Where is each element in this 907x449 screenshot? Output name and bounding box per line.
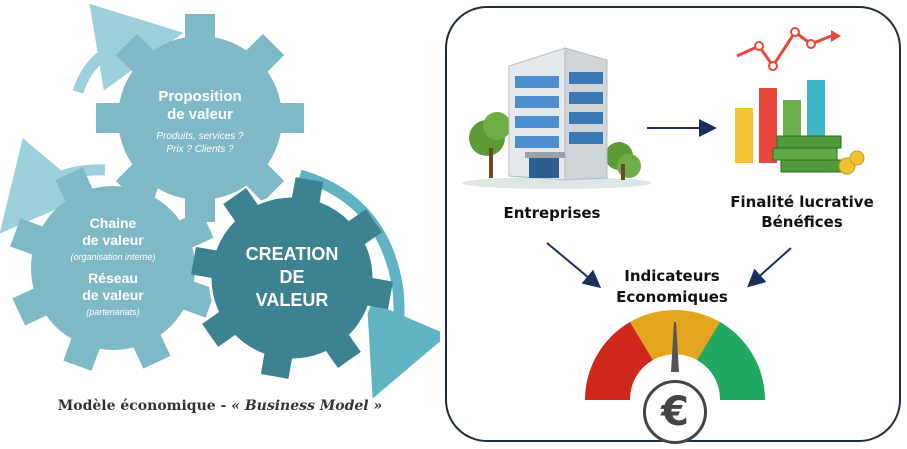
reseau-title-line1: Réseau	[88, 270, 138, 286]
cash-stack-icon	[772, 135, 865, 175]
proposition-title-line2: de valeur	[167, 106, 233, 123]
proposition-title: Proposition de valeur	[130, 88, 270, 124]
euro-symbol: €	[661, 389, 689, 435]
chaine-title: Chaine de valeur	[48, 215, 178, 249]
finalite-label: Finalité lucrative Bénéfices	[717, 192, 887, 232]
cycle-arrow-right	[298, 169, 440, 399]
creation-title: CREATION DE VALEUR	[222, 243, 362, 312]
indicateurs-line1: Indicateurs	[624, 267, 720, 285]
gear-creation	[191, 177, 393, 379]
finalite-line1: Finalité lucrative	[730, 193, 874, 211]
gears-graphic	[0, 3, 440, 399]
chaine-title-line2: de valeur	[82, 232, 144, 248]
indicateurs-line2: Economiques	[616, 288, 728, 306]
creation-line1: CREATION	[245, 244, 339, 264]
gear-proposition	[96, 14, 304, 222]
profits-chart-icon	[735, 27, 865, 175]
caption-prefix: Modèle économique -	[57, 398, 232, 414]
economics-graphic	[462, 27, 865, 400]
caption-business-model: « Business Model »	[231, 398, 383, 414]
chaine-title-line1: Chaine	[89, 215, 137, 231]
diagram-caption: Modèle économique - « Business Model »	[0, 398, 440, 414]
proposition-sub-line1: Produits, services ?	[156, 131, 244, 142]
gear-chaine-reseau	[10, 165, 216, 371]
cycle-arrow-left	[0, 137, 106, 234]
proposition-sub-line2: Prix ? Clients ?	[166, 144, 234, 155]
economics-panel: € Entreprises Finalité lucrative Bénéfic…	[445, 6, 901, 444]
indicateurs-label: Indicateurs Economiques	[587, 266, 757, 308]
reseau-subtitle: (partenariats)	[86, 307, 140, 317]
building-icon	[462, 47, 652, 189]
creation-line2: DE	[279, 267, 305, 287]
proposition-title-line1: Proposition	[158, 88, 242, 105]
finalite-line2: Bénéfices	[761, 213, 843, 231]
reseau-title-line2: de valeur	[82, 287, 144, 303]
creation-line3: VALEUR	[255, 290, 329, 310]
chaine-subtitle: (organisation interne)	[70, 252, 156, 262]
proposition-subtitle: Produits, services ? Prix ? Clients ?	[130, 130, 270, 156]
reseau-title: Réseau de valeur	[48, 270, 178, 304]
business-model-diagram: Proposition de valeur Produits, services…	[0, 0, 440, 449]
arrow-entreprises-to-indicateurs	[546, 242, 602, 289]
arrow-finalite-to-indicateurs	[747, 247, 792, 288]
euro-icon: €	[643, 380, 707, 444]
entreprises-label: Entreprises	[503, 204, 601, 222]
gauge-icon	[585, 309, 765, 400]
